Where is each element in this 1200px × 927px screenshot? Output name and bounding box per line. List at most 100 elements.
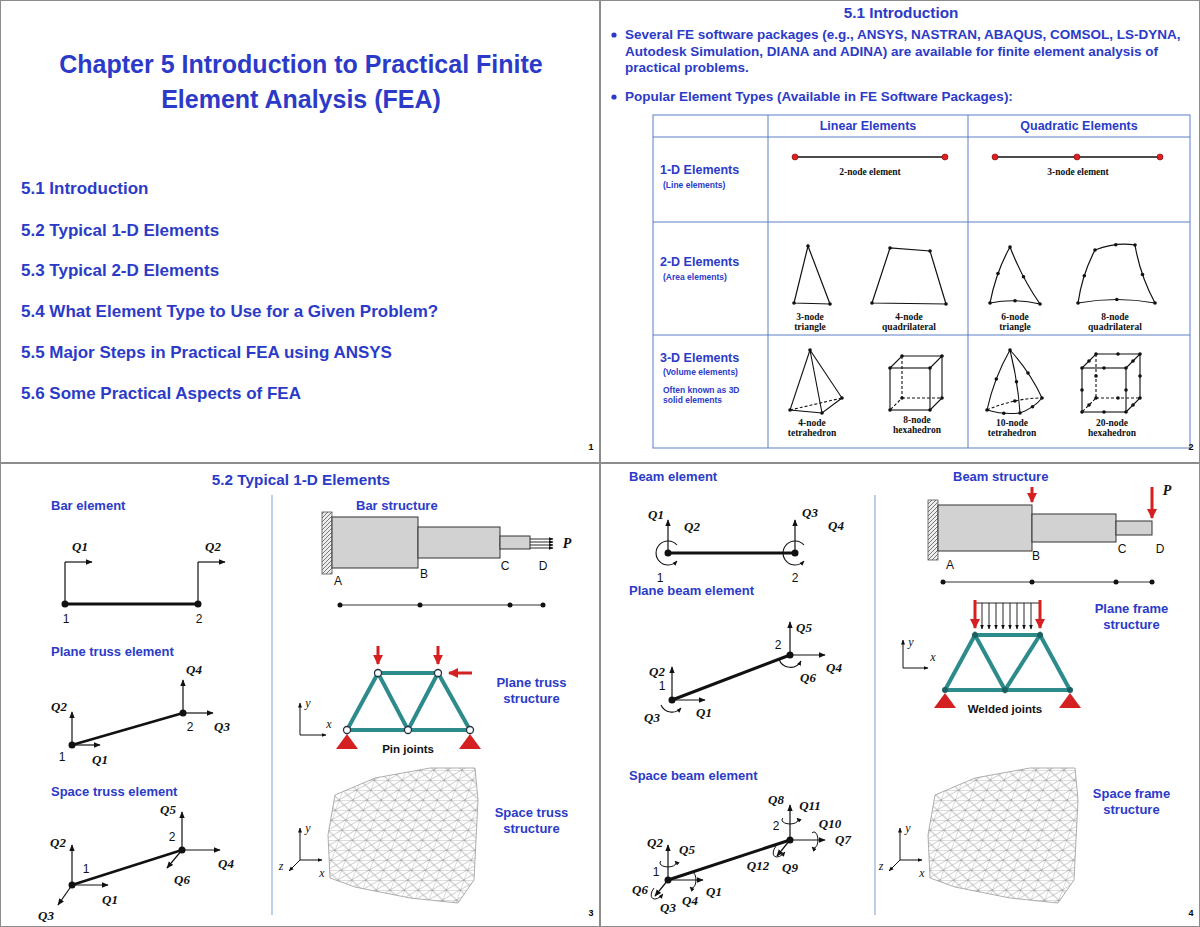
- beam-element: [671, 667, 672, 700]
- solid-element: [987, 350, 1042, 414]
- element-node: [870, 301, 874, 305]
- element-node: [888, 366, 892, 370]
- point-label: 2: [196, 612, 203, 626]
- element-node: [1015, 380, 1019, 384]
- node-line: [943, 582, 1152, 583]
- element-node: [941, 580, 1155, 585]
- dof-label: Q1: [706, 885, 722, 899]
- element-node: [792, 154, 798, 160]
- truss-element: [182, 849, 220, 850]
- text-slot: Space truss structure: [484, 805, 579, 837]
- axis-label: z: [279, 860, 284, 873]
- dof-label: Q7: [835, 833, 851, 847]
- text-slot: Q4: [218, 857, 234, 871]
- element-node: [992, 154, 998, 160]
- solid-element: [890, 356, 942, 410]
- load-arrow: [530, 539, 553, 540]
- element-node: [418, 603, 423, 608]
- text-slot: 10-node tetrahedron: [982, 418, 1042, 438]
- load-label: P: [563, 536, 572, 551]
- load-arrow: [530, 542, 553, 543]
- element-node: [1124, 366, 1128, 370]
- element-name: 3-node element: [1047, 167, 1108, 177]
- figure-heading: Space truss structure: [484, 805, 579, 837]
- truss-element: [71, 845, 72, 885]
- support: [336, 734, 481, 749]
- beam-element: [660, 861, 676, 867]
- text-slot: Q2: [205, 540, 221, 554]
- element-node: [888, 408, 892, 412]
- text-slot: C: [501, 559, 510, 573]
- element-node: [928, 408, 932, 412]
- element-node: [62, 601, 69, 608]
- text-slot: 1: [659, 679, 666, 693]
- text-slot: Bar element: [51, 498, 125, 514]
- truss-element: [181, 812, 182, 850]
- text-slot: A: [334, 574, 342, 588]
- axes: [289, 828, 322, 871]
- text-slot: Q1: [648, 508, 664, 522]
- element-node: [1031, 405, 1035, 409]
- element-name: 20-node hexahedron: [1082, 418, 1142, 438]
- contents-item: 5.2 Typical 1-D Elements: [21, 221, 219, 241]
- text-slot: 2: [773, 819, 780, 833]
- text-slot: 3-D Elements: [660, 351, 739, 366]
- slide-panel: 5.1 IntroductionSeveral FE software pack…: [600, 0, 1200, 463]
- point-label: 2: [792, 571, 799, 585]
- text-slot: Q1: [92, 753, 108, 767]
- element-node: [995, 377, 999, 381]
- element-node: [665, 877, 672, 884]
- text-slot: 20-node hexahedron: [1082, 418, 1142, 438]
- text-slot: Q7: [835, 833, 851, 847]
- area-element: [794, 244, 1155, 304]
- text-slot: x: [919, 867, 924, 880]
- element-name: 3-node triangle: [790, 312, 830, 332]
- bar-element: [65, 603, 198, 606]
- load-arrow: [530, 545, 553, 546]
- text-slot: Q8: [768, 793, 784, 807]
- joint-note: Welded joints: [968, 703, 1043, 716]
- text-slot: 1: [59, 750, 66, 764]
- support: [336, 734, 358, 749]
- text-slot: Welded joints: [968, 703, 1043, 716]
- support: [934, 693, 956, 708]
- element-node: [792, 154, 1163, 160]
- bar-structure: [332, 517, 418, 568]
- element-name: 10-node tetrahedron: [982, 418, 1042, 438]
- distributed-load: [1024, 603, 1025, 629]
- element-node: [840, 396, 844, 400]
- row-note: (Volume elements): [663, 367, 738, 377]
- text-slot: Q3: [38, 909, 54, 923]
- bar-element: [65, 561, 92, 562]
- text-slot: P: [1163, 483, 1172, 498]
- element-node: [940, 396, 944, 400]
- point-label: 2: [775, 638, 782, 652]
- beam-element: [668, 552, 795, 555]
- text-slot: Q5: [160, 803, 176, 817]
- text-slot: x: [319, 867, 324, 880]
- element-node: [1114, 580, 1119, 585]
- truss-member: [347, 673, 470, 730]
- beam-structure: [938, 505, 1032, 551]
- text-slot: Q4: [828, 519, 844, 533]
- point-label: 1: [659, 679, 666, 693]
- text-slot: 2: [196, 612, 203, 626]
- text-slot: Q1: [102, 893, 118, 907]
- point-label: A: [946, 558, 954, 572]
- slide-divider: [272, 495, 273, 915]
- pin-joint: [467, 727, 474, 734]
- point-label: B: [420, 567, 428, 581]
- beam-element: [656, 541, 677, 565]
- slide-divider: [272, 495, 875, 915]
- text-slot: 4-node quadrilateral: [878, 312, 940, 332]
- text-slot: 3-node triangle: [790, 312, 830, 332]
- figure-heading: Space frame structure: [1084, 786, 1179, 818]
- element-node: [1076, 301, 1080, 305]
- text-slot: Space truss element: [51, 784, 177, 800]
- beam-element: [667, 520, 668, 553]
- text-slot: Plane beam element: [629, 583, 754, 599]
- distributed-load: [982, 603, 983, 629]
- line-element: [795, 156, 945, 157]
- element-node: [69, 742, 76, 749]
- beam-structure: [928, 500, 938, 560]
